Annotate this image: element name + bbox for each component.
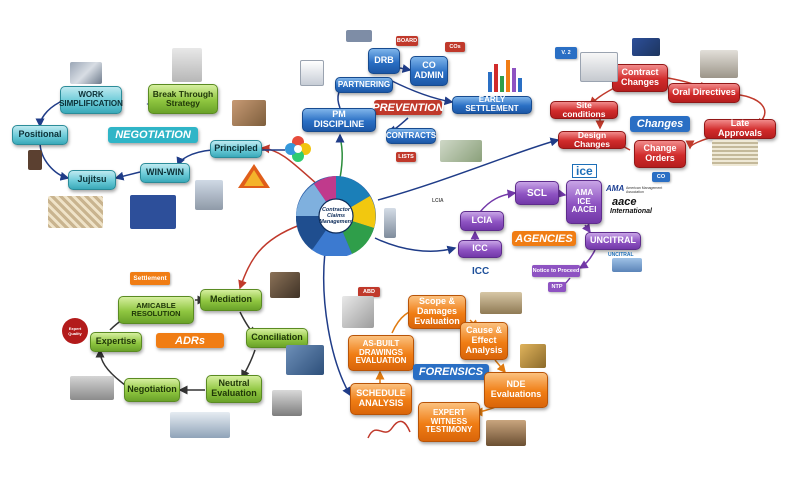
photo-power-lines: [170, 412, 230, 438]
node-scl[interactable]: SCL: [515, 181, 559, 205]
node-site-conditions[interactable]: Site conditions: [550, 100, 618, 119]
node-drb[interactable]: DRB: [368, 48, 400, 74]
logo-aace: aace: [612, 196, 637, 208]
icon-documents: [300, 60, 324, 86]
logo-board-emblem: [346, 30, 372, 42]
center-wheel[interactable]: [292, 176, 380, 256]
tag-lists: LISTS: [396, 152, 416, 162]
banner-changes: Changes: [630, 116, 690, 132]
photo-money: [440, 140, 482, 162]
banner-agencies: AGENCIES: [512, 231, 576, 246]
node-positional[interactable]: Positional: [12, 125, 68, 145]
node-design-changes[interactable]: Design Changes: [558, 130, 626, 149]
node-conciliation[interactable]: Conciliation: [246, 328, 308, 348]
banner-adrs: ADRs: [156, 333, 224, 348]
node-uncitral[interactable]: UNCITRAL: [585, 232, 641, 250]
node-neutral-evaluation[interactable]: Neutral Evaluation: [206, 375, 262, 403]
logo-uncitral: UNCITRAL: [608, 252, 634, 258]
logo-aace-sub: International: [610, 208, 653, 215]
node-icc[interactable]: ICC: [458, 240, 502, 258]
photo-figures-thinking: [172, 48, 202, 82]
photo-tower-lines: [195, 180, 223, 210]
photo-construction-crew: [480, 292, 522, 314]
node-contracts[interactable]: CONTRACTS: [386, 128, 436, 144]
banner-forensics: FORENSICS: [413, 364, 489, 380]
node-late-approvals[interactable]: Late Approvals: [704, 118, 776, 139]
photo-drawings: [342, 296, 374, 328]
photo-worker: [520, 344, 546, 368]
node-scope-damages[interactable]: Scope & Damages Evaluation: [408, 295, 466, 329]
node-partnering[interactable]: PARTNERING: [335, 77, 393, 93]
photo-paper-stacks: [712, 140, 758, 166]
node-work-simplification[interactable]: WORK SIMPLIFICATION: [59, 86, 123, 114]
node-negotiation[interactable]: Negotiation: [124, 378, 180, 402]
photo-crowd: [48, 196, 103, 228]
node-co-admin[interactable]: CO ADMIN: [410, 56, 448, 86]
logo-ice: ice: [572, 164, 597, 178]
photo-panel: [272, 390, 302, 416]
banner-negotiation: NEGOTIATION: [108, 127, 198, 143]
photo-judo: [28, 150, 42, 170]
photo-tower: [384, 208, 396, 238]
node-change-orders[interactable]: Change Orders: [634, 140, 686, 168]
logo-lcia: LCIA: [432, 198, 444, 204]
tag-settlement: Settlement: [130, 272, 170, 285]
node-win-win[interactable]: WIN-WIN: [140, 163, 190, 183]
node-schedule-analysis[interactable]: SCHEDULE ANALYSIS: [350, 383, 412, 415]
node-lcia[interactable]: LCIA: [460, 211, 504, 231]
node-as-built[interactable]: AS-BUILT DRAWINGS EVALUATION: [348, 335, 414, 371]
node-expert-witness[interactable]: EXPERT WITNESS TESTIMONY: [418, 402, 480, 442]
schedule-curve-graphic: [367, 420, 411, 439]
photo-stamp: [632, 38, 660, 56]
node-amicable-resolution[interactable]: AMICABLE RESOLUTION: [118, 296, 194, 324]
tag-ntp: NTP: [548, 282, 566, 292]
tag-cos: COs: [445, 42, 465, 52]
tag-abd: ABD: [358, 287, 380, 297]
photo-forms: [580, 52, 618, 82]
node-ama-ice-aacei[interactable]: AMA ICE AACEI: [566, 180, 602, 224]
tag-notice-to-proceed: Notice to Proceed: [532, 265, 580, 277]
tag-board: BOARD: [396, 36, 418, 46]
flower-graphic: [285, 136, 311, 162]
node-pm-discipline[interactable]: PM DISCIPLINE: [302, 108, 376, 132]
node-mediation[interactable]: Mediation: [200, 289, 262, 311]
node-nde-evaluations[interactable]: NDE Evaluations: [484, 372, 548, 408]
photo-agency-building: [612, 258, 642, 272]
node-expertise[interactable]: Expertise: [90, 332, 142, 352]
node-jujitsu[interactable]: Jujitsu: [68, 170, 116, 190]
node-break-through-strategy[interactable]: Break Through Strategy: [148, 84, 218, 114]
node-oral-directives[interactable]: Oral Directives: [668, 83, 740, 103]
node-contract-changes[interactable]: Contract Changes: [612, 64, 668, 92]
photo-pointing-man: [700, 50, 738, 78]
logo-icc: ICC: [472, 266, 490, 277]
photo-handshake: [232, 100, 266, 126]
photo-court: [486, 420, 526, 446]
node-early-settlement[interactable]: EARLY SETTLEMENT: [452, 95, 532, 114]
tag-co: CO: [652, 172, 670, 182]
banner-prevention: PREVENTION: [372, 100, 444, 115]
logo-ama-sub: American Management Association: [626, 186, 663, 194]
photo-negotiation-table: [70, 376, 114, 400]
center-label: Contractor Claims Management: [319, 206, 353, 226]
node-principled[interactable]: Principled: [210, 140, 262, 158]
photo-people-meeting: [70, 62, 102, 84]
tag-v2: V. 2: [555, 47, 577, 59]
bar-graphic: [488, 60, 522, 92]
seal-expert-quality: Expert Quality: [62, 318, 88, 344]
photo-meeting-people: [270, 272, 300, 298]
node-cause-effect[interactable]: Cause & Effect Analysis: [460, 322, 508, 360]
pyramid-diagram: [238, 164, 270, 188]
diagram-target: [130, 195, 176, 229]
photo-group: [286, 345, 324, 375]
logo-ama: AMA: [606, 184, 625, 193]
